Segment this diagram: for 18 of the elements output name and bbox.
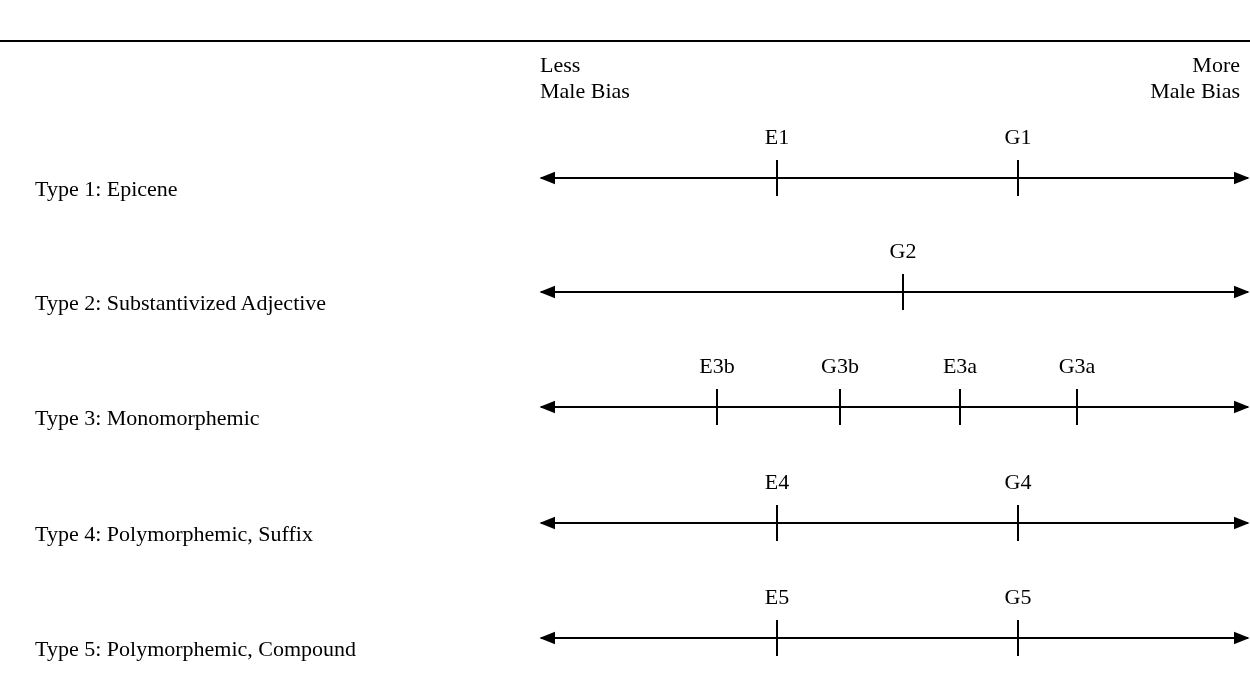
position-label: E4: [764, 469, 790, 495]
position-label: G1: [1004, 124, 1032, 150]
row-label: Type 4: Polymorphemic, Suffix: [35, 521, 313, 547]
scale-end-label: Less Male Bias: [540, 52, 630, 104]
position-label: E5: [764, 584, 790, 610]
position-label: G3a: [1058, 353, 1096, 379]
position-label: G3b: [821, 353, 859, 379]
position-label: E3b: [699, 353, 735, 379]
row-label: Type 5: Polymorphemic, Compound: [35, 636, 357, 662]
position-label: G5: [1004, 584, 1032, 610]
row-label: Type 2: Substantivized Adjective: [35, 290, 327, 316]
position-label: E1: [764, 124, 790, 150]
row-label: Type 1: Epicene: [35, 176, 178, 202]
position-label: G4: [1004, 469, 1032, 495]
row-label: Type 3: Monomorphemic: [35, 405, 260, 431]
position-label: E3a: [942, 353, 978, 379]
scale-end-label: More Male Bias: [1150, 52, 1240, 104]
position-label: G2: [889, 238, 917, 264]
